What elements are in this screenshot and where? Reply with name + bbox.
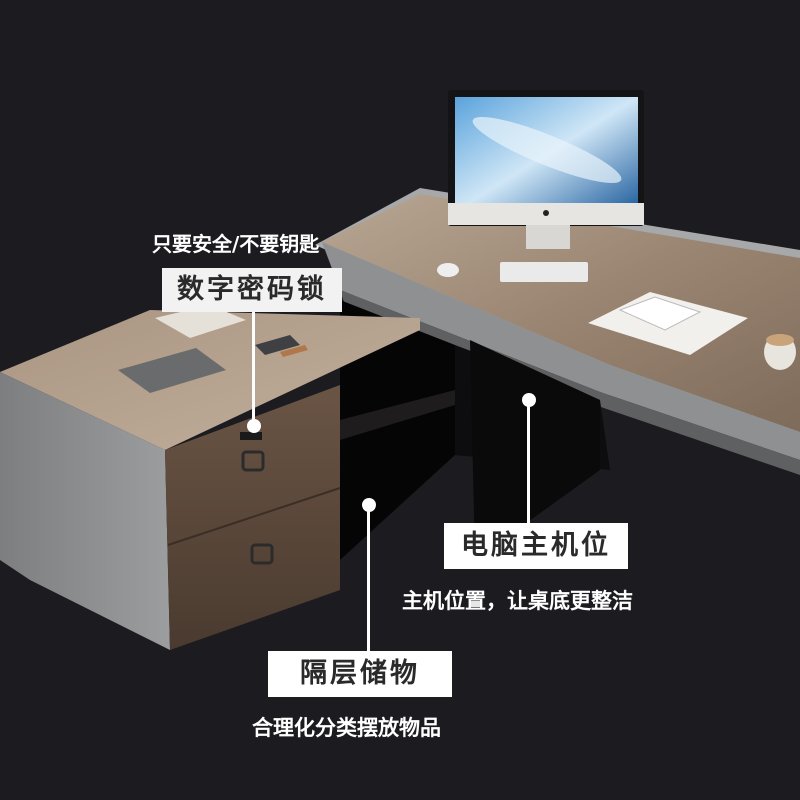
book-icon (155, 305, 246, 338)
mouse-icon (437, 263, 459, 277)
main-desk (315, 188, 800, 475)
storage-leader-line (367, 505, 370, 651)
storage-label: 隔层储物 (268, 651, 452, 697)
open-shelf (340, 300, 610, 560)
lock-caption: 只要安全/不要钥匙 (152, 232, 320, 256)
lock-leader-line (252, 312, 255, 424)
host-caption: 主机位置，让桌底更整洁 (402, 589, 633, 613)
storage-caption: 合理化分类摆放物品 (252, 716, 441, 740)
drawer-cabinet (0, 310, 420, 650)
monitor-icon (448, 90, 644, 249)
lock-dot (247, 419, 261, 433)
lock-label: 数字密码锁 (162, 268, 342, 312)
phone-icon (255, 335, 300, 355)
host-leader-line (527, 400, 530, 524)
host-label: 电脑主机位 (444, 523, 628, 569)
tablet-icon (118, 348, 226, 393)
coffee-cup-icon (764, 334, 796, 370)
cabinet-items (118, 305, 308, 393)
keyboard-icon (500, 262, 588, 282)
notebook-icon (588, 292, 748, 355)
